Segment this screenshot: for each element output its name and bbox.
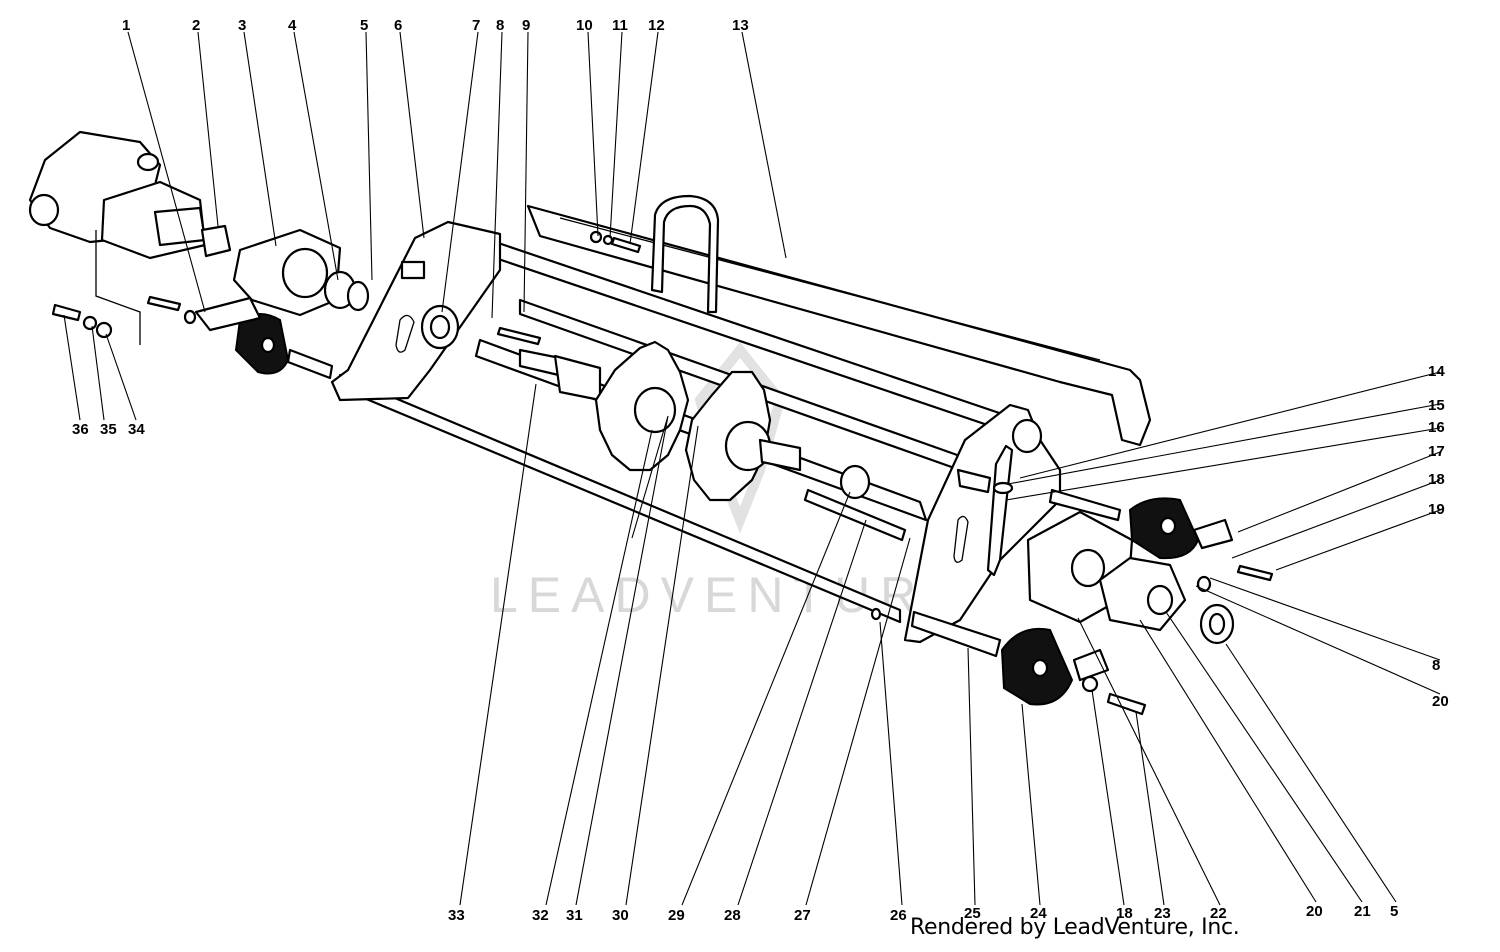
callout-26: 26 <box>890 907 907 924</box>
callout-32: 32 <box>532 907 549 924</box>
callout-24: 24 <box>1030 905 1047 922</box>
shaft-hub <box>553 354 602 402</box>
callout-28: 28 <box>724 907 741 924</box>
callout-5-bottom: 5 <box>1390 903 1398 920</box>
callout-27: 27 <box>794 907 811 924</box>
callout-labels: 1 2 3 4 5 6 7 8 9 10 11 12 13 14 15 16 1… <box>72 17 1449 924</box>
callout-1: 1 <box>122 17 130 34</box>
callout-19: 19 <box>1428 501 1445 518</box>
callout-31: 31 <box>566 907 583 924</box>
callout-35: 35 <box>100 421 117 438</box>
bolt-29 <box>803 488 907 542</box>
callout-20-bottom: 20 <box>1306 903 1323 920</box>
callout-8-right: 8 <box>1432 657 1440 674</box>
callout-7: 7 <box>472 17 480 34</box>
top-channel <box>526 204 1152 447</box>
callout-36: 36 <box>72 421 89 438</box>
callout-9: 9 <box>522 17 530 34</box>
callout-17: 17 <box>1428 443 1445 460</box>
callout-18-bottom: 18 <box>1116 905 1133 922</box>
left-fitting <box>400 260 426 280</box>
parts-drawing <box>28 130 1274 716</box>
callout-34: 34 <box>128 421 145 438</box>
callout-20: 20 <box>1432 693 1449 710</box>
callout-15: 15 <box>1428 397 1445 414</box>
callout-22: 22 <box>1210 905 1227 922</box>
callout-12: 12 <box>648 17 665 34</box>
callout-25: 25 <box>964 905 981 922</box>
left-side-plate <box>330 220 502 402</box>
callout-4: 4 <box>288 17 297 34</box>
callout-23: 23 <box>1154 905 1171 922</box>
callout-13: 13 <box>732 17 749 34</box>
footer-credit: Rendered by LeadVenture, Inc. <box>910 915 1240 940</box>
callout-11: 11 <box>612 17 628 34</box>
callout-18: 18 <box>1428 471 1445 488</box>
callout-14: 14 <box>1428 363 1445 380</box>
callout-8: 8 <box>496 17 504 34</box>
roller-bracket-1 <box>194 296 262 332</box>
callout-10: 10 <box>576 17 593 34</box>
callout-3: 3 <box>238 17 246 34</box>
callout-29: 29 <box>668 907 685 924</box>
callout-2: 2 <box>192 17 200 34</box>
shaft-collar <box>839 464 871 500</box>
callout-5: 5 <box>360 17 368 34</box>
eye-bolt-16 <box>986 444 1014 577</box>
callout-30: 30 <box>612 907 629 924</box>
callout-33: 33 <box>448 907 465 924</box>
handle-bracket <box>650 194 720 314</box>
callout-16: 16 <box>1428 419 1445 436</box>
coupler-2 <box>200 224 232 258</box>
callout-6: 6 <box>394 17 402 34</box>
callout-21: 21 <box>1354 903 1371 920</box>
leader-lines <box>63 31 1441 906</box>
